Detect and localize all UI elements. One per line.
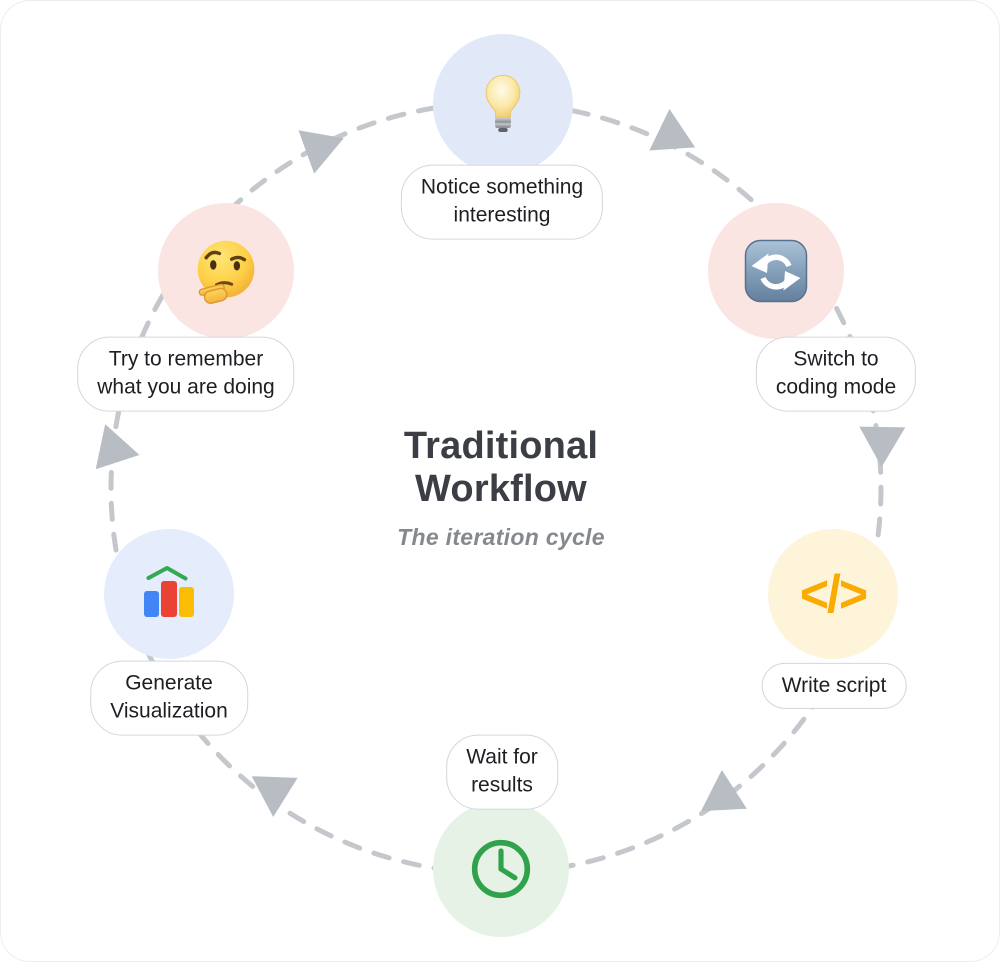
node-label-wait: Wait for results [446,734,558,810]
diagram-subtitle: The iteration cycle [397,524,605,551]
node-circle-remember [158,203,294,339]
diagram-title-block: Traditional Workflow The iteration cycle [301,425,701,551]
cycle-arrow-bottom-right [700,770,747,812]
cycle-arrow-right [859,426,906,467]
node-label-switch: Switch to coding mode [755,336,917,412]
lightbulb-icon [485,73,521,135]
code-icon: </> [799,564,868,624]
title-line-1: Traditional [403,425,599,467]
node-circle-generate [104,529,234,659]
bar-chart-icon [137,562,201,626]
cycle-arrow-top-left [298,130,344,174]
thinking-face-icon [192,237,260,305]
node-circle-switch [708,203,844,339]
cycle-arrow-top-right [649,109,696,151]
node-circle-write: </> [768,529,898,659]
clock-icon [468,836,534,902]
refresh-arrows-icon [744,239,808,303]
cycle-arrow-bottom-left [251,776,298,817]
node-label-notice: Notice something interesting [400,164,604,240]
node-circle-notice [433,34,573,174]
node-circle-wait [433,801,569,937]
node-label-write: Write script [761,662,907,710]
cycle-arrow-left [95,424,140,470]
node-label-generate: Generate Visualization [90,660,248,736]
node-label-remember: Try to remember what you are doing [77,336,295,412]
title-line-2: Workflow [415,467,587,510]
